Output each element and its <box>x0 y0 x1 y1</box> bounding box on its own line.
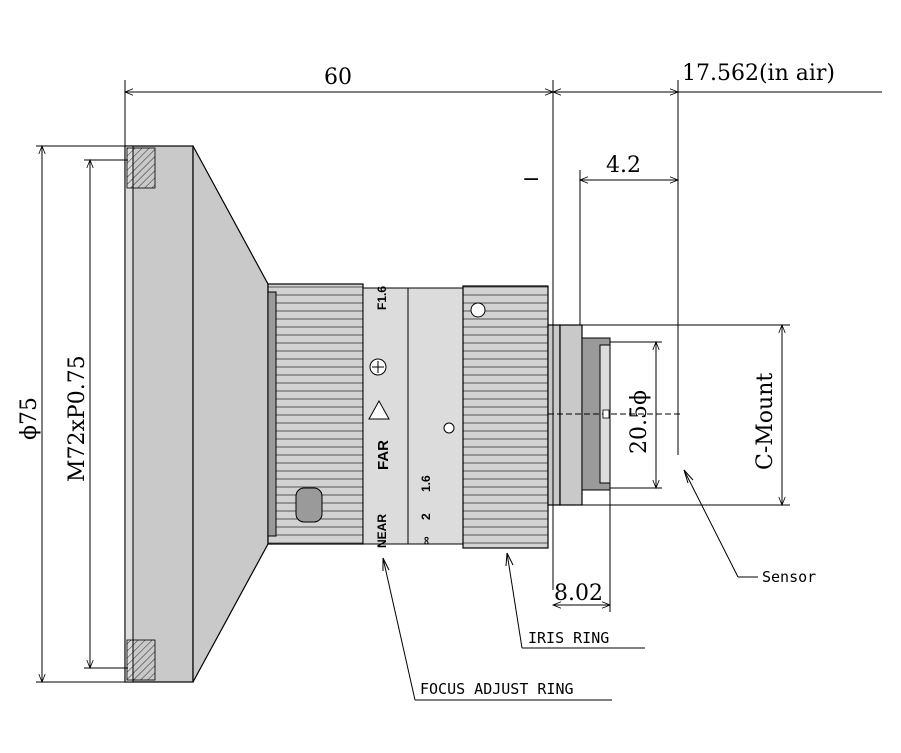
scale-mark-1: 1.6 <box>419 475 433 492</box>
dimensions: 60 17.562(in air) 4.2 − ϕ75 M72xP0.75 20… <box>17 61 882 684</box>
scale-mark-3: ∞ <box>419 536 433 545</box>
iris-screw-icon <box>470 302 486 318</box>
mount-flange <box>559 324 583 506</box>
mount-depth-dim: 4.2 <box>606 153 641 178</box>
thread-hatch-top <box>126 147 156 189</box>
flange-back-dim: 17.562(in air) <box>682 61 835 86</box>
length-dim: 60 <box>324 65 352 90</box>
minus-mark: − <box>522 167 540 192</box>
back-offset-dim: 8.02 <box>554 581 603 606</box>
filter-thread-band <box>124 145 134 683</box>
far-label: FAR <box>375 440 392 470</box>
iris-ring-label: IRIS RING <box>528 629 609 647</box>
filter-thread-dim: M72xP0.75 <box>65 355 90 482</box>
mount-diameter-dim: 20.5ϕ <box>627 390 652 454</box>
mount-type-dim: C-Mount <box>753 373 778 470</box>
aperture-mark: F1.6 <box>375 286 389 310</box>
outer-diameter-dim: ϕ75 <box>17 397 42 440</box>
focus-ring-edge <box>267 291 277 537</box>
lens-body: F1.6 FAR NEAR 1.6 2 ∞ <box>124 145 611 683</box>
front-flange <box>124 145 194 683</box>
callouts: Sensor IRIS RING FOCUS ADJUST RING <box>382 469 816 701</box>
rear-collar <box>547 324 561 506</box>
conical-hood <box>192 145 269 683</box>
thread-hatch-bottom <box>126 639 156 681</box>
lock-knob <box>295 487 323 523</box>
index-dot-icon <box>443 422 455 434</box>
far-arrow-icon <box>368 399 390 420</box>
focus-ring-label: FOCUS ADJUST RING <box>420 680 574 698</box>
sensor-label: Sensor <box>762 568 816 586</box>
scale-mark-2: 2 <box>419 513 433 520</box>
near-label: NEAR <box>375 514 389 548</box>
iris-ring <box>462 285 549 549</box>
aperture-band <box>407 287 464 545</box>
